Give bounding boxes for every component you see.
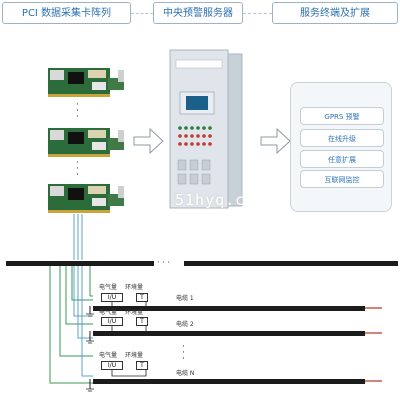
server-cabinet [169,49,243,209]
environment-sensor-box: T [136,317,148,326]
bus-ellipsis: · · · [157,258,170,267]
cable-label-2: 电缆 2 [176,321,194,328]
signal-drops [73,266,93,377]
pci-card-3 [48,184,124,213]
signal-lines [73,214,83,260]
environment-sensor-box: T [136,361,148,370]
electrical-sensor-box: I/U [101,293,123,302]
ground-lines [49,266,93,384]
cable-n [86,379,382,392]
service-gprs-warning: GPRS 预警 [300,107,384,125]
watermark: 51hyq.c [175,191,246,209]
electrical-sensor-box: I/U [101,361,123,370]
environment-sensor-box: T [136,293,148,302]
sensor-label-environment: 环境量 [125,284,144,291]
sensor-label-electrical: 电气量 [99,352,118,359]
service-panel: GPRS 预警 在线升级 任意扩展 互联网监控 [290,82,392,212]
main-bus-right [184,261,398,266]
cable-2 [86,331,382,344]
header-terminal-extension: 服务终端及扩展 [272,2,398,24]
service-internet-monitoring: 互联网监控 [300,170,384,188]
pci-card-2 [48,128,124,157]
electrical-sensor-box: I/U [101,317,123,326]
sensor-label-electrical: 电气量 [99,284,118,291]
pci-card-1 [48,68,124,97]
cable-1 [86,306,382,317]
service-online-upgrade: 在线升级 [300,129,384,147]
cable-ellipsis: ··· [182,342,185,364]
arrow-to-server-icon [133,127,164,155]
main-bus-left [6,261,154,266]
sensor-label-environment: 环境量 [125,352,144,359]
service-any-extension: 任意扩展 [300,150,384,168]
card-ellipsis-2: ··· [76,158,79,180]
header-pci-array: PCI 数据采集卡阵列 [2,2,131,24]
cable-label-1: 电缆 1 [176,295,194,302]
sensor-label-environment: 环境量 [125,309,144,316]
arrow-to-terminal-icon [260,127,291,155]
cable-label-n: 电缆 N [176,370,195,377]
header-central-server: 中央预警服务器 [153,2,243,24]
sensor-label-electrical: 电气量 [99,309,118,316]
card-ellipsis-1: ··· [76,100,79,122]
